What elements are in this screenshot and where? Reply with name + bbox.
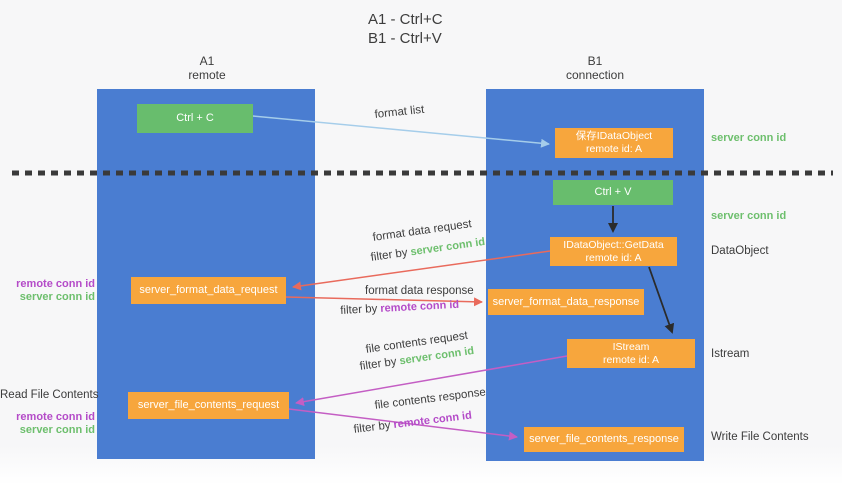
label-write-file-contents: Write File Contents bbox=[711, 431, 809, 443]
remote-conn-id-text: remote conn id bbox=[392, 409, 473, 432]
label-server-conn-id-left-bottom: server conn id bbox=[19, 424, 95, 436]
label-format-list: format list bbox=[374, 103, 425, 121]
node-server-file-contents-response: server_file_contents_response bbox=[524, 427, 684, 452]
label-dataobject: DataObject bbox=[711, 245, 769, 257]
label-file-contents-response: file contents response bbox=[374, 386, 487, 412]
label-remote-conn-id-left-bottom: remote conn id bbox=[16, 411, 95, 423]
lane-header-b1: B1 connection bbox=[535, 54, 655, 82]
lane-a1-role: remote bbox=[188, 68, 226, 82]
lane-b1-name: B1 bbox=[587, 54, 603, 68]
label-server-conn-id-left-top: server conn id bbox=[19, 291, 95, 303]
node-save-idataobject: 保存IDataObject remote id: A bbox=[555, 128, 673, 158]
node-server-format-data-request-label: server_format_data_request bbox=[139, 284, 278, 296]
node-server-file-contents-request: server_file_contents_request bbox=[128, 392, 289, 419]
node-istream-line2: remote id: A bbox=[602, 353, 660, 366]
node-save-idataobject-line2: remote id: A bbox=[585, 143, 643, 155]
node-ctrl-v: Ctrl + V bbox=[553, 180, 673, 205]
label-server-conn-id-right-top: server conn id bbox=[711, 132, 787, 144]
node-idataobject-getdata: IDataObject::GetData remote id: A bbox=[550, 237, 677, 266]
title-line-ctrl-v: B1 - Ctrl+V bbox=[368, 30, 442, 47]
node-ctrl-c: Ctrl + C bbox=[137, 104, 253, 133]
filter-by-text: filter by bbox=[340, 303, 378, 317]
node-istream-line1: IStream bbox=[612, 340, 650, 353]
label-istream: Istream bbox=[711, 348, 750, 360]
label-remote-conn-id-left-top: remote conn id bbox=[16, 278, 95, 290]
filter-by-text: filter by bbox=[370, 246, 409, 264]
node-getdata-line1: IDataObject::GetData bbox=[563, 238, 664, 251]
filter-by-text: filter by bbox=[353, 419, 392, 436]
label-server-conn-id-right-mid: server conn id bbox=[711, 210, 787, 222]
label-format-data-response: format data response bbox=[365, 285, 474, 297]
node-server-format-data-request: server_format_data_request bbox=[131, 277, 286, 304]
node-server-format-data-response: server_format_data_response bbox=[488, 289, 644, 315]
label-read-file-contents: Read File Contents bbox=[0, 389, 99, 401]
node-save-idataobject-line1: 保存IDataObject bbox=[575, 130, 653, 142]
server-conn-id-text: server conn id bbox=[409, 235, 486, 259]
remote-conn-id-text: remote conn id bbox=[380, 298, 460, 315]
node-ctrl-c-label: Ctrl + C bbox=[176, 112, 214, 124]
diagram-title: A1 - Ctrl+C B1 - Ctrl+V bbox=[368, 10, 443, 48]
lane-b1-role: connection bbox=[565, 68, 625, 82]
node-server-format-data-response-label: server_format_data_response bbox=[492, 295, 640, 308]
node-getdata-line2: remote id: A bbox=[585, 251, 642, 264]
node-server-file-contents-response-label: server_file_contents_response bbox=[529, 433, 679, 445]
node-ctrl-v-label: Ctrl + V bbox=[594, 186, 632, 198]
node-istream: IStream remote id: A bbox=[567, 339, 695, 368]
lane-a1-name: A1 bbox=[199, 54, 215, 68]
lane-header-a1: A1 remote bbox=[147, 54, 267, 82]
node-server-file-contents-request-label: server_file_contents_request bbox=[137, 399, 280, 411]
filter-by-text: filter by bbox=[359, 355, 398, 373]
title-line-ctrl-c: A1 - Ctrl+C bbox=[368, 11, 443, 28]
